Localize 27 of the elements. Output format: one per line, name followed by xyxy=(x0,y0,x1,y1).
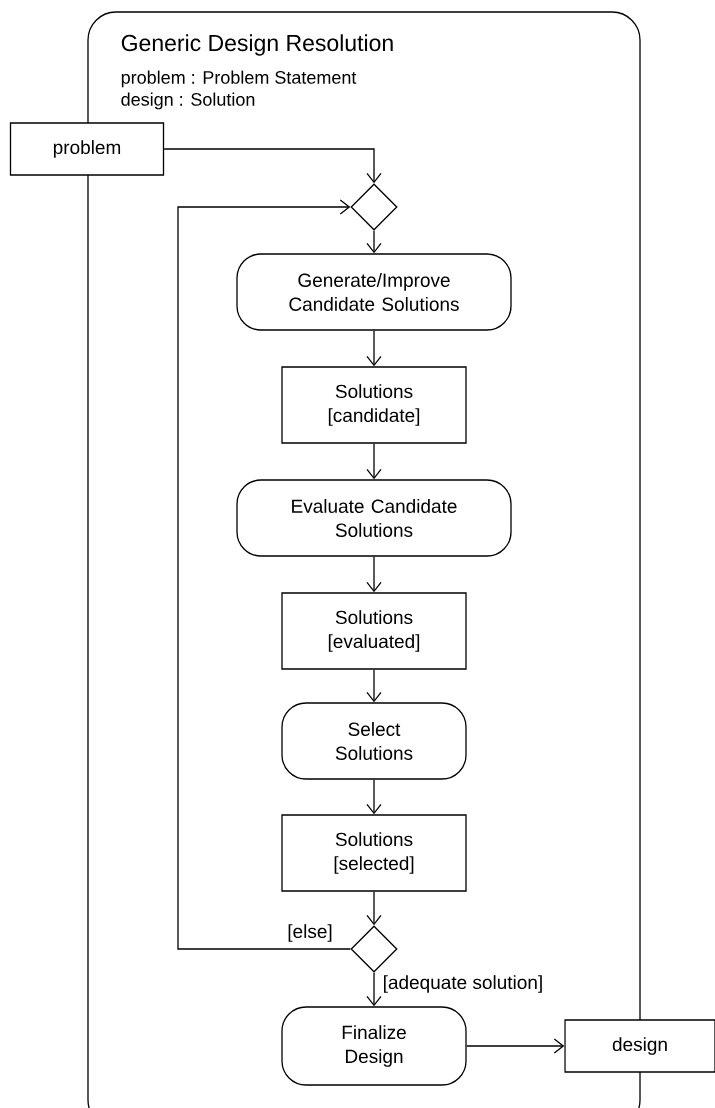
object-box: Solutions [selected] xyxy=(281,814,467,892)
arrow xyxy=(366,779,382,815)
edge-label: [adequate solution] xyxy=(384,975,542,993)
arrow xyxy=(366,556,382,593)
edge-label: [else] xyxy=(288,924,332,942)
arrow xyxy=(366,891,382,926)
arrow xyxy=(466,1038,565,1054)
action-box: Select Solutions xyxy=(281,702,467,780)
arrow xyxy=(366,330,382,367)
arrow xyxy=(366,230,382,254)
decision-diamond xyxy=(350,183,398,231)
action-box: Generate/Improve Candidate Solutions xyxy=(236,253,512,331)
arrow xyxy=(366,972,382,1007)
parameter-text: problem : Problem Statement xyxy=(121,70,357,88)
object-box: Solutions [candidate] xyxy=(281,366,467,444)
arrow xyxy=(366,669,382,703)
frame-title: Generic Design Resolution xyxy=(121,34,393,56)
arrow xyxy=(177,199,351,950)
arrow xyxy=(366,443,382,480)
object-box: Solutions [evaluated] xyxy=(281,592,467,670)
decision-diamond xyxy=(350,925,398,973)
action-box: Evaluate Candidate Solutions xyxy=(236,479,512,557)
pin-box: design xyxy=(564,1019,715,1073)
pin-box: problem xyxy=(9,122,165,176)
arrow xyxy=(163,148,382,184)
parameter-text: design : Solution xyxy=(121,92,255,110)
action-box: Finalize Design xyxy=(281,1006,467,1086)
